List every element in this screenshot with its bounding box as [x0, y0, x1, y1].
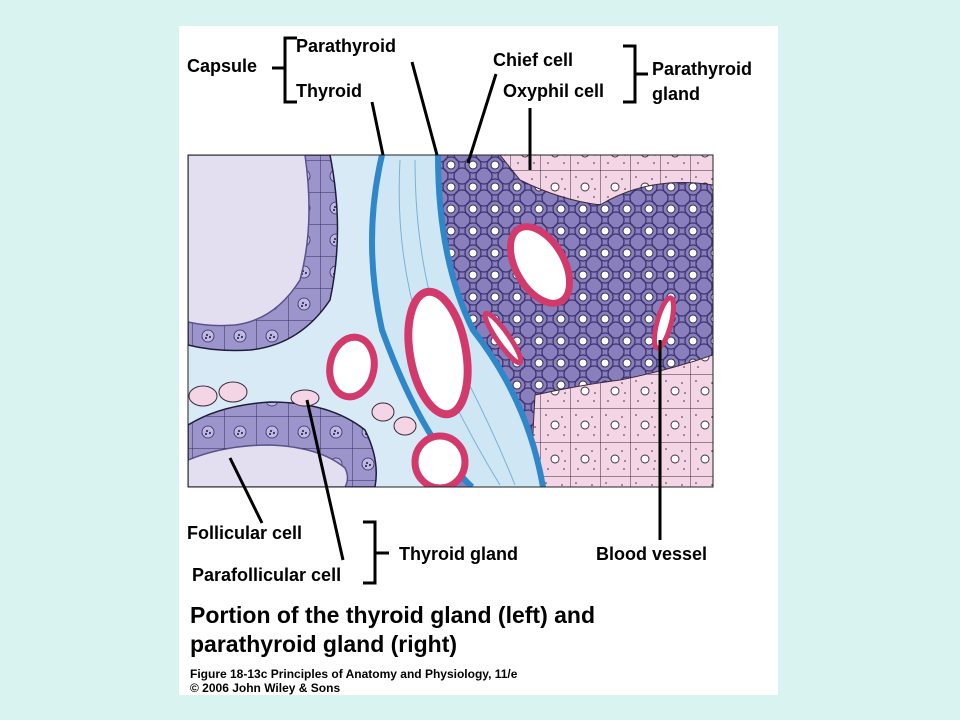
tissue-panel — [188, 155, 713, 487]
blood-vessel — [326, 333, 378, 401]
thyroid-capsule-label: Thyroid — [296, 81, 362, 101]
parafollicular-cell-label: Parafollicular cell — [192, 565, 342, 585]
blood-vessel — [411, 432, 469, 487]
blood-vessel — [404, 287, 472, 419]
credit-line1: Figure 18-13c Principles of Anatomy and … — [190, 667, 518, 681]
capsule-label: Capsule — [187, 56, 258, 76]
panel-border — [187, 154, 714, 488]
chief-cell-label: Chief cell — [493, 50, 574, 70]
lower-follicle-colloid — [188, 444, 349, 487]
parafollicular-cell — [188, 385, 218, 407]
leader-lines — [228, 36, 662, 585]
thyroid-gland-label: Thyroid gland — [399, 544, 518, 564]
oxyphil-cell-label: Oxyphil cell — [503, 81, 605, 101]
caption-line2: parathyroid gland (right) — [190, 631, 458, 657]
parafollicular-cell — [218, 381, 248, 403]
figure-credit: Figure 18-13c Principles of Anatomy and … — [190, 667, 517, 695]
capsule-parathyroid-band — [435, 155, 546, 487]
figure-caption: Portion of the thyroid gland (left) and … — [190, 601, 750, 659]
blood-vessel — [651, 295, 677, 351]
parathyroid-gland-label-line1: Parathyroid — [652, 59, 753, 79]
oxyphil-cell-region-top — [499, 155, 713, 206]
oxyphil-cell-region-bottom — [529, 354, 713, 487]
upper-follicle-colloid — [188, 155, 310, 327]
parafollicular-cell — [290, 389, 320, 407]
credit-line2: © 2006 John Wiley & Sons — [190, 681, 341, 695]
parafollicular-cell — [393, 416, 417, 436]
parathyroid-capsule-label: Parathyroid — [296, 36, 397, 56]
parathyroid-gland-label-line2: gland — [652, 84, 700, 104]
blood-vessel — [506, 223, 574, 307]
caption-line1: Portion of the thyroid gland (left) and — [190, 602, 596, 628]
blood-vessel-label: Blood vessel — [596, 544, 708, 564]
blood-vessel — [482, 310, 524, 366]
follicular-cell-label: Follicular cell — [187, 523, 303, 543]
parafollicular-cell — [371, 402, 395, 422]
